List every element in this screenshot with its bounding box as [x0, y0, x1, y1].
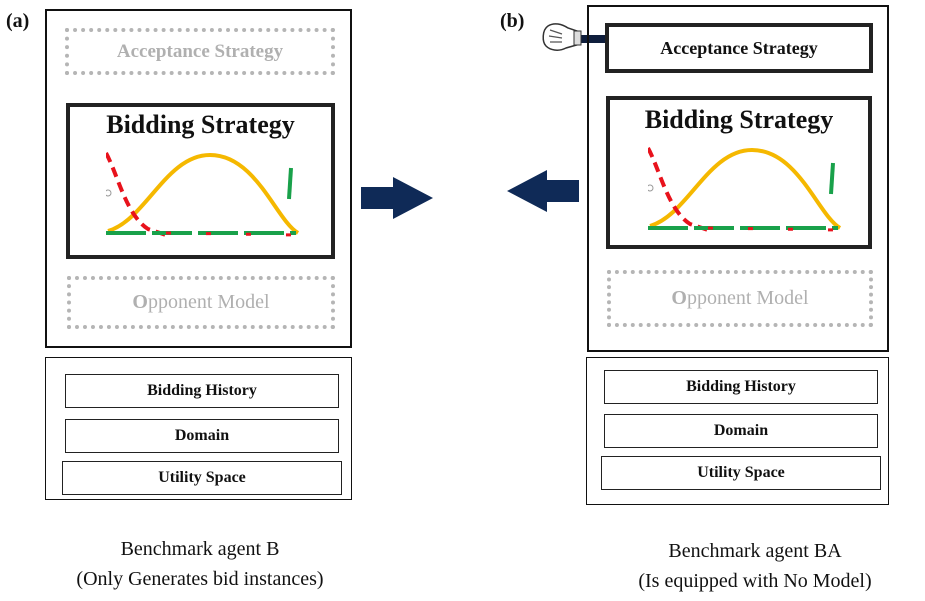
green-vertical-mark — [829, 162, 835, 195]
agent-b-info-frame — [45, 357, 352, 500]
domain-box: Domain — [65, 419, 339, 453]
agent-ba-caption-title: Benchmark agent BA — [668, 540, 842, 562]
pointing-hand-icon — [542, 23, 608, 51]
acceptance-strategy-active: Acceptance Strategy — [605, 23, 873, 73]
agent-ba-component-frame — [587, 5, 889, 352]
panel-a-label: (a) — [6, 10, 30, 32]
axis-marker — [106, 189, 112, 197]
agent-ba-caption: Benchmark agent BA (Is equipped with No … — [610, 536, 900, 596]
acceptance-strategy-inactive: Acceptance Strategy — [65, 28, 335, 75]
opponent-model-inactive: Opponent Model — [607, 270, 873, 327]
bidding-history-box: Bidding History — [65, 374, 339, 408]
red-curve — [106, 152, 167, 237]
utility-space-box: Utility Space — [601, 456, 881, 490]
acceptance-strategy-label: Acceptance Strategy — [660, 37, 818, 58]
bidding-strategy-box: Bidding Strategy — [606, 96, 872, 249]
bidding-curves-chart — [648, 147, 842, 232]
agent-b-caption-title: Benchmark agent B — [120, 538, 280, 560]
bidding-strategy-box: Bidding Strategy — [66, 103, 335, 259]
green-vertical-mark — [287, 167, 293, 200]
agent-ba-info-frame — [586, 357, 889, 505]
gold-curve — [649, 147, 842, 230]
acceptance-strategy-label: Acceptance Strategy — [116, 40, 284, 62]
opponent-model-label: Opponent Model — [132, 291, 270, 313]
agent-b-caption: Benchmark agent B (Only Generates bid in… — [70, 534, 330, 594]
bidding-curves-chart — [106, 152, 300, 237]
red-curve — [648, 147, 709, 232]
utility-space-box: Utility Space — [62, 461, 342, 495]
opponent-model-label: Opponent Model — [671, 287, 809, 309]
agent-b-caption-subtitle: (Only Generates bid instances) — [76, 568, 324, 590]
bidding-history-box: Bidding History — [604, 370, 878, 404]
bidding-strategy-title: Bidding Strategy — [644, 105, 834, 134]
bidding-strategy-title: Bidding Strategy — [106, 110, 295, 139]
arrow-right-icon — [361, 177, 433, 219]
arrow-left-icon — [507, 170, 579, 212]
opponent-model-inactive: Opponent Model — [67, 276, 335, 329]
gold-curve — [107, 152, 300, 235]
domain-box: Domain — [604, 414, 878, 448]
panel-b-label: (b) — [500, 10, 525, 32]
agent-ba-caption-subtitle: (Is equipped with No Model) — [638, 570, 872, 592]
axis-marker — [648, 184, 654, 192]
agent-b-component-frame — [45, 9, 352, 348]
